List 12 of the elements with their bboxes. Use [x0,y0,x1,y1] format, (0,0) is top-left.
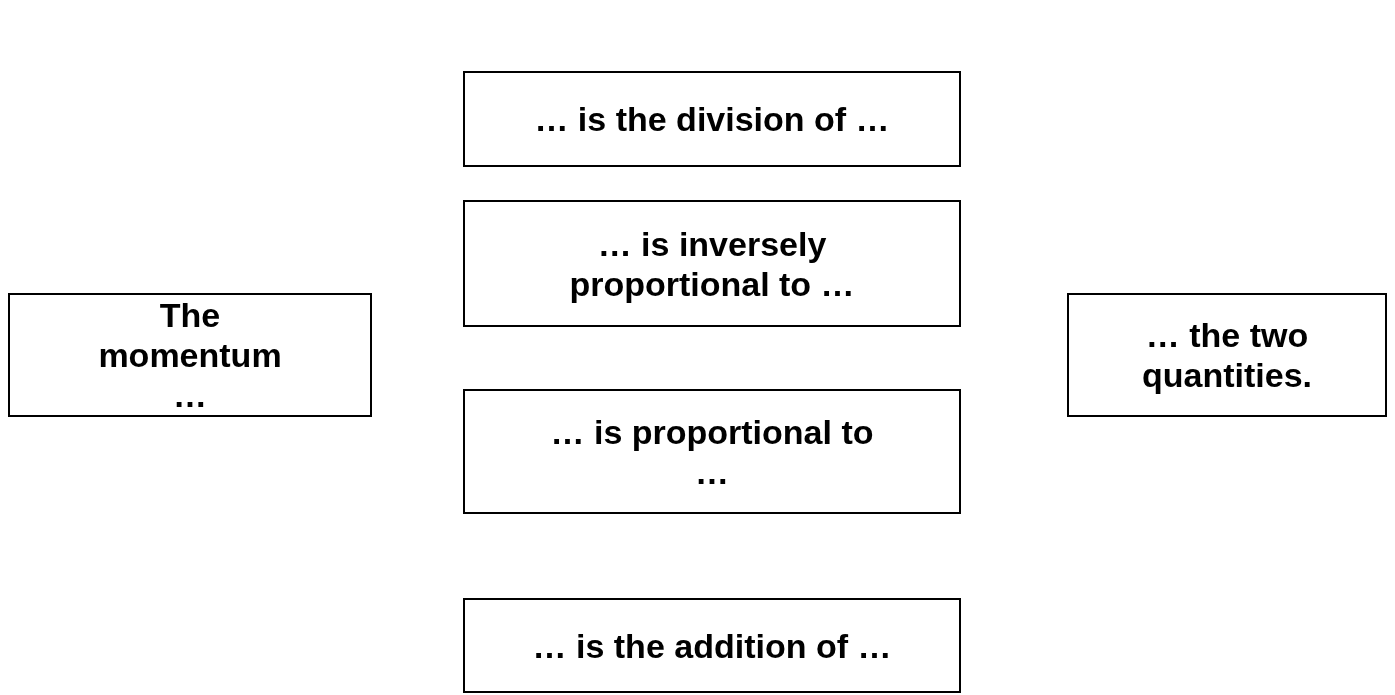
text-box [463,389,961,514]
box-text: … the two quantities. [1141,315,1313,395]
box-text: The momentum … [97,295,283,415]
box-text: … is inversely proportional to … [568,223,856,304]
text-box [8,293,372,417]
text-box [1067,293,1387,417]
box-text: … is the addition of … [532,625,892,666]
text-box [463,71,961,167]
text-box [463,200,961,327]
box-text: … is proportional to … [549,411,875,492]
box-text: … is the division of … [534,99,890,139]
text-box [463,598,961,693]
